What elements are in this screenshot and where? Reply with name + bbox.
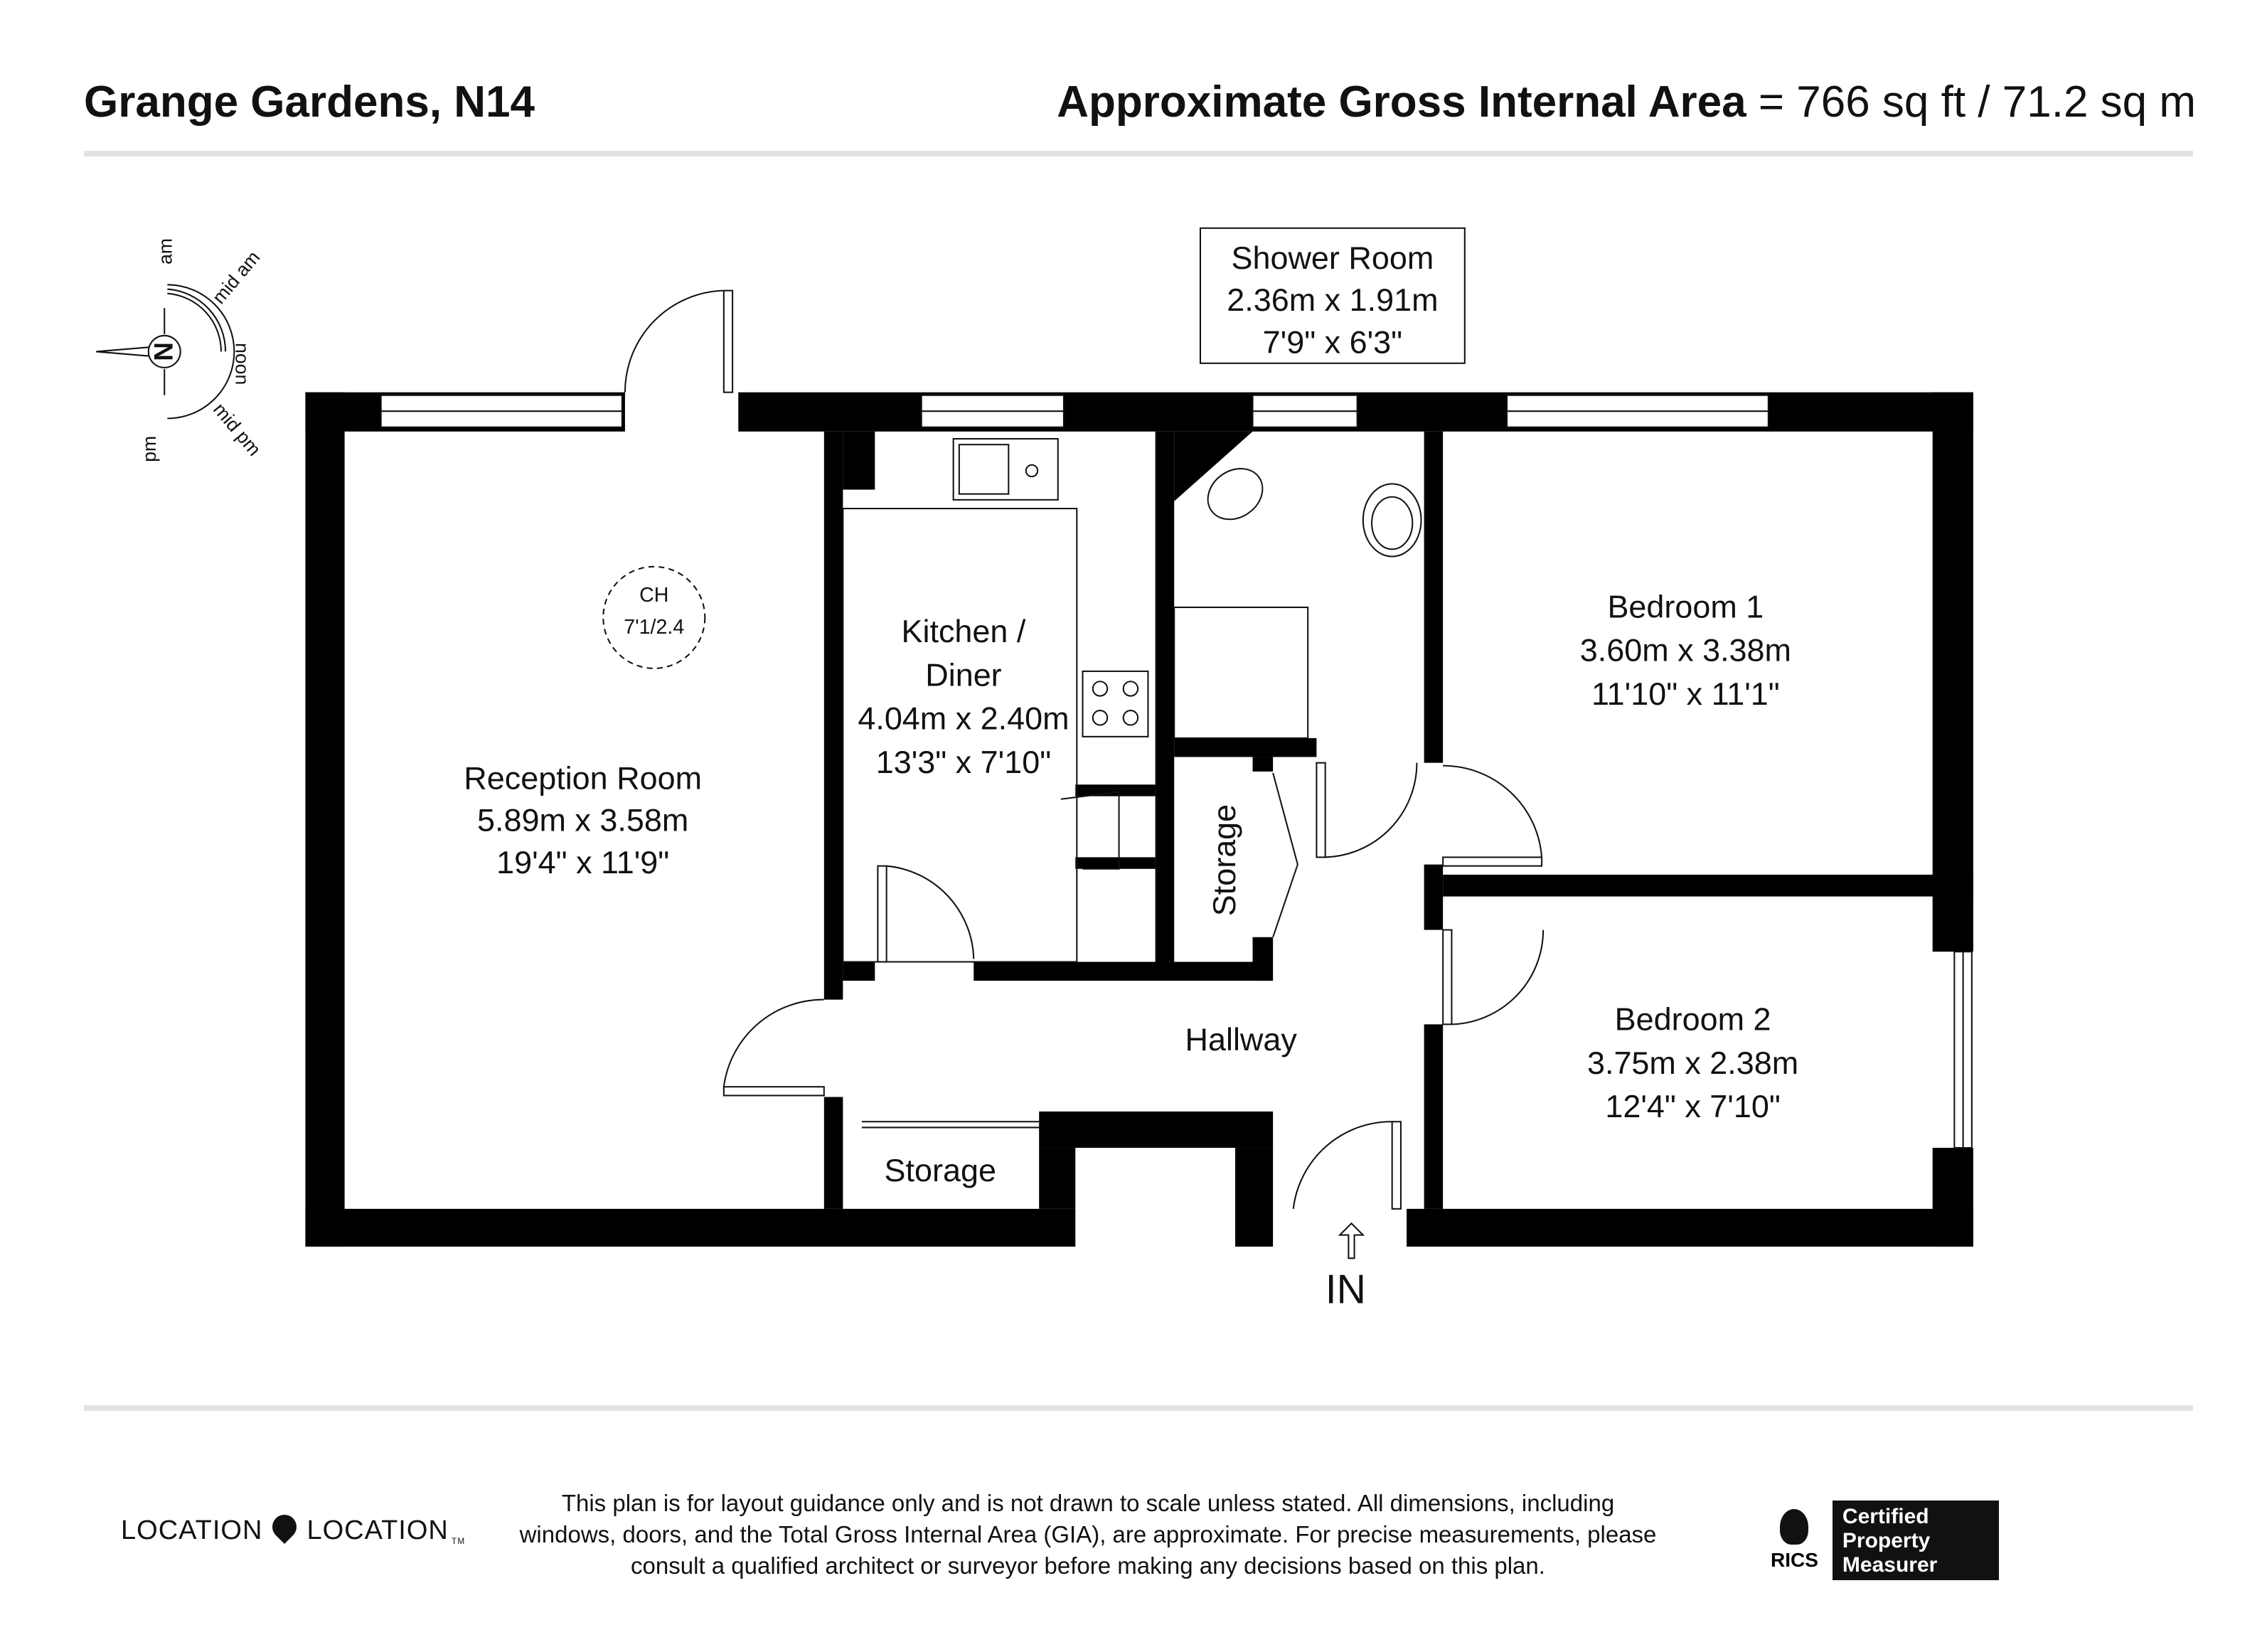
rics-badge: RICS Certified Property Measurer bbox=[1771, 1501, 1999, 1580]
hallway-name: Hallway bbox=[1185, 1021, 1298, 1057]
kitchen-metric: 4.04m x 2.40m bbox=[858, 700, 1069, 737]
rics-lion-icon bbox=[1780, 1509, 1809, 1545]
compass-pm: pm bbox=[139, 436, 160, 462]
shower-room-imperial: 7'9" x 6'3" bbox=[1263, 324, 1402, 360]
compass-noon: noon bbox=[231, 343, 252, 385]
property-title: Grange Gardens, N14 bbox=[84, 78, 535, 127]
area-value: = 766 sq ft / 71.2 sq m bbox=[1758, 78, 2196, 127]
footer-divider bbox=[84, 1405, 2193, 1411]
shower-room-metric: 2.36m x 1.91m bbox=[1227, 282, 1438, 318]
room-labels: Shower Room 2.36m x 1.91m 7'9" x 6'3" Re… bbox=[464, 240, 1798, 1313]
compass-mid-am: mid am bbox=[208, 247, 265, 308]
map-pin-icon bbox=[267, 1509, 302, 1545]
bedroom2-imperial: 12'4" x 7'10" bbox=[1605, 1088, 1780, 1124]
ceiling-height-label: CH bbox=[639, 584, 668, 607]
kitchen-imperial: 13'3" x 7'10" bbox=[876, 744, 1051, 780]
disclaimer: This plan is for layout guidance only an… bbox=[519, 1490, 1657, 1579]
area-label: Approximate Gross Internal Area bbox=[1057, 78, 1746, 127]
reception-name: Reception Room bbox=[464, 760, 702, 796]
cert-line-2: Property bbox=[1842, 1529, 1931, 1552]
certified-measurer-box: Certified Property Measurer bbox=[1832, 1501, 1999, 1580]
reception-metric: 5.89m x 3.58m bbox=[477, 802, 688, 838]
bedroom2-name: Bedroom 2 bbox=[1615, 1001, 1771, 1038]
cert-line-1: Certified bbox=[1842, 1505, 1929, 1528]
logo-text-1: LOCATION bbox=[121, 1515, 263, 1545]
compass-am: am bbox=[154, 238, 176, 265]
compass-north: N bbox=[149, 342, 178, 361]
logo-tm: TM bbox=[451, 1536, 466, 1546]
kitchen-name-1: Kitchen / bbox=[902, 613, 1026, 649]
bedroom1-name: Bedroom 1 bbox=[1607, 588, 1764, 624]
header-divider bbox=[84, 151, 2193, 156]
rics-logo: RICS bbox=[1771, 1509, 1818, 1572]
cert-line-3: Measurer bbox=[1842, 1553, 1938, 1577]
rics-text: RICS bbox=[1771, 1549, 1818, 1571]
logo-text-2: LOCATION bbox=[306, 1515, 449, 1545]
shower-room-label-box bbox=[1199, 227, 1466, 364]
compass: N am mid am noon mid pm pm bbox=[96, 238, 265, 462]
entrance-label: IN bbox=[1325, 1267, 1366, 1313]
kitchen-name-2: Diner bbox=[925, 656, 1001, 693]
shower-room-name: Shower Room bbox=[1232, 240, 1434, 276]
compass-mid-pm: mid pm bbox=[209, 399, 265, 460]
location-location-logo: LOCATION LOCATION TM bbox=[121, 1509, 466, 1546]
storage-lower-name: Storage bbox=[885, 1152, 996, 1188]
area-summary: Approximate Gross Internal Area = 766 sq… bbox=[1057, 77, 2196, 127]
bedroom1-imperial: 11'10" x 11'1" bbox=[1591, 676, 1780, 712]
windows-and-doors bbox=[380, 289, 1973, 1259]
ceiling-height-value: 7'1/2.4 bbox=[624, 616, 684, 639]
storage-vertical-name: Storage bbox=[1206, 804, 1242, 916]
bedroom2-metric: 3.75m x 2.38m bbox=[1587, 1045, 1798, 1081]
reception-imperial: 19'4" x 11'9" bbox=[496, 844, 669, 880]
bedroom1-metric: 3.60m x 3.38m bbox=[1580, 632, 1791, 668]
